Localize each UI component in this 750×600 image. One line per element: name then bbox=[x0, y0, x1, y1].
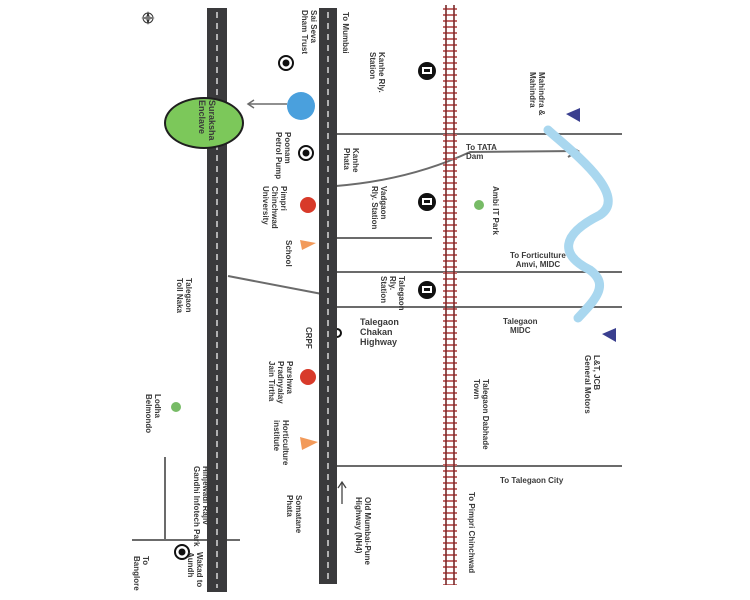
crpf-label: CRPF bbox=[304, 327, 313, 349]
train-icon bbox=[418, 281, 436, 299]
triangle-marker-icon bbox=[566, 108, 580, 122]
arrow-icon bbox=[337, 480, 347, 489]
suraksha-enclave-marker bbox=[164, 97, 244, 149]
to-tata-label: To TATA Dam bbox=[466, 143, 497, 161]
poonam-label: Poonam Petrol Pump bbox=[274, 132, 292, 180]
target-icon bbox=[298, 145, 314, 161]
dot-marker-icon bbox=[474, 200, 484, 210]
old-highway-label: Old Mumbai-Pune Highway (NH4) bbox=[354, 497, 372, 565]
target-icon bbox=[174, 544, 190, 560]
horticulture-label: Horticulture institute bbox=[272, 420, 290, 466]
to-pimpri-label: To Pimpri Chinchwad bbox=[467, 492, 476, 574]
kanhe-phata-label: Kanhe Phata bbox=[342, 148, 360, 173]
talegaon-station-label: Talegaon Rly. Station bbox=[379, 276, 406, 311]
sai-seva-label: Sai Seva Dham Trust bbox=[300, 10, 318, 55]
to-mumbai-label: To Mumbai bbox=[341, 12, 350, 54]
target-icon bbox=[278, 55, 294, 71]
talegaon-chakan-label: Talegaon Chakan Highway bbox=[360, 317, 399, 347]
to-forticulture-label: To Forticulture Amvi, MIDC bbox=[510, 251, 566, 269]
ambi-label: Ambi IT Park bbox=[491, 186, 500, 235]
dot-marker-icon bbox=[171, 402, 181, 412]
target-icon bbox=[336, 328, 342, 338]
talegaon-toll-label: Talegaon Toll Naka bbox=[175, 278, 193, 313]
hinjewadi-label: Hinjewadi Rajiv Gandhi Infotech Park bbox=[192, 466, 210, 547]
lodha-label: Lodha Belmondo bbox=[144, 394, 162, 434]
suraksha-enclave-label: Suraksha Enclave bbox=[197, 100, 217, 141]
triangle-marker-icon bbox=[300, 437, 318, 450]
school-label: School bbox=[284, 240, 293, 267]
parshwa-label: Parshwa Pradnyalay Jain Tirtha bbox=[267, 361, 294, 404]
mahindra-label: Mahindra & Mahindra bbox=[528, 72, 546, 116]
to-talegaon-city-label: To Talegaon City bbox=[500, 476, 564, 485]
train-icon bbox=[418, 193, 436, 211]
main-road-right bbox=[319, 8, 337, 584]
arrow-icon bbox=[246, 99, 255, 109]
main-road-left bbox=[207, 8, 227, 592]
compass-icon bbox=[141, 11, 155, 25]
somatane-label: Somatane Phata bbox=[285, 495, 303, 534]
railway bbox=[443, 5, 457, 585]
secondary-roads bbox=[132, 133, 622, 541]
kanhe-station-label: Kanhe Rly. Station bbox=[368, 52, 386, 93]
talegaon-midc-label: Talegaon MIDC bbox=[503, 317, 538, 335]
wakad-label: Wakad to Aundh bbox=[186, 552, 204, 588]
vadgaon-label: Vadgaon Rly. Station bbox=[370, 186, 388, 230]
triangle-marker-icon bbox=[602, 328, 616, 342]
to-banglore-label: To Banglore bbox=[132, 556, 150, 591]
pimpri-univ-label: Pimpri Chinchwad University bbox=[261, 186, 288, 229]
talegaon-dabhade-label: Talegaon Dabhade Town bbox=[472, 379, 490, 450]
dot-marker-icon bbox=[300, 369, 316, 385]
river bbox=[543, 125, 613, 323]
train-icon bbox=[418, 62, 436, 80]
triangle-marker-icon bbox=[300, 240, 316, 250]
dot-marker-icon bbox=[300, 197, 316, 213]
dot-marker-icon bbox=[287, 92, 315, 120]
lt-jcb-label: L&T, JCB General Motors bbox=[583, 355, 601, 414]
